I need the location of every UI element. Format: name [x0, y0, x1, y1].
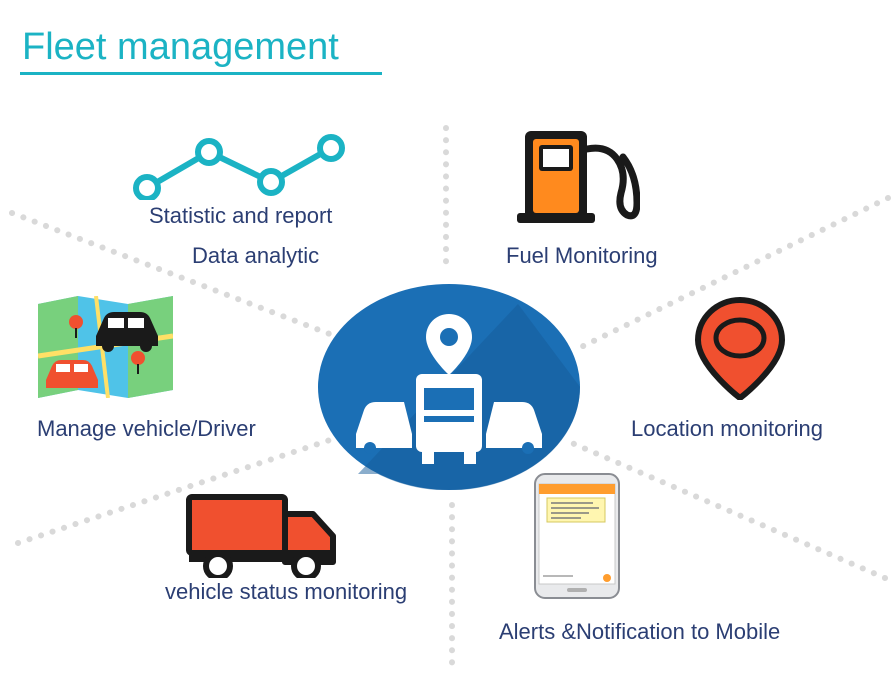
- page-title: Fleet management: [22, 26, 339, 68]
- map-with-cars-icon: [37, 295, 174, 399]
- feature-statistics: [125, 130, 355, 202]
- title-underline: [20, 72, 382, 75]
- label-manage-vehicle-driver: Manage vehicle/Driver: [37, 416, 256, 441]
- feature-fuel: [515, 125, 641, 225]
- label-location-monitoring: Location monitoring: [631, 416, 824, 441]
- label-data-analytic: Data analytic: [192, 243, 320, 268]
- connector-line-lower-right: [562, 437, 888, 581]
- label-statistic-and-report: Statistic and report: [149, 203, 333, 228]
- feature-manage-vehicle: [37, 295, 174, 399]
- connector-line-upper-left: [9, 210, 338, 339]
- feature-alerts: [533, 472, 621, 600]
- fuel-pump-icon: [517, 131, 641, 223]
- truck-icon: [186, 494, 336, 581]
- label-alerts-notification: Alerts &Notification to Mobile: [499, 619, 781, 644]
- feature-location: [694, 296, 786, 402]
- label-vehicle-status-monitoring: vehicle status monitoring: [165, 579, 408, 604]
- line-graph-icon: [133, 134, 345, 202]
- feature-vehicle-status: [186, 494, 338, 581]
- smartphone-icon: [534, 473, 620, 599]
- vehicles-with-location-pin-icon: [318, 284, 581, 491]
- label-fuel-monitoring: Fuel Monitoring: [506, 243, 658, 268]
- location-pin-icon: [694, 296, 786, 402]
- connector-line-upper-right: [572, 195, 891, 353]
- hub-circle: [318, 284, 581, 491]
